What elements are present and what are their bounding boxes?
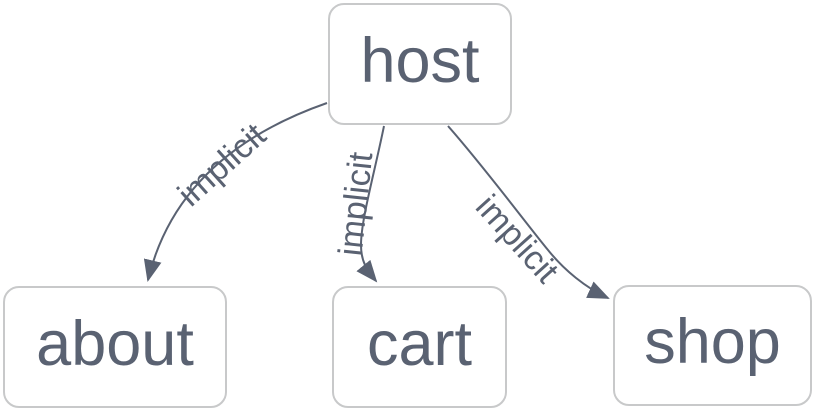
node-cart: cart — [332, 286, 507, 408]
node-about: about — [3, 286, 227, 408]
node-shop-label: shop — [644, 307, 781, 377]
edge-host-shop — [447, 125, 610, 299]
edge-host-about — [143, 102, 328, 282]
node-cart-label: cart — [366, 308, 473, 379]
node-shop: shop — [613, 285, 812, 406]
node-about-label: about — [36, 308, 194, 379]
node-host: host — [328, 3, 512, 125]
node-host-label: host — [360, 25, 480, 96]
edge-host-cart — [356, 125, 385, 283]
